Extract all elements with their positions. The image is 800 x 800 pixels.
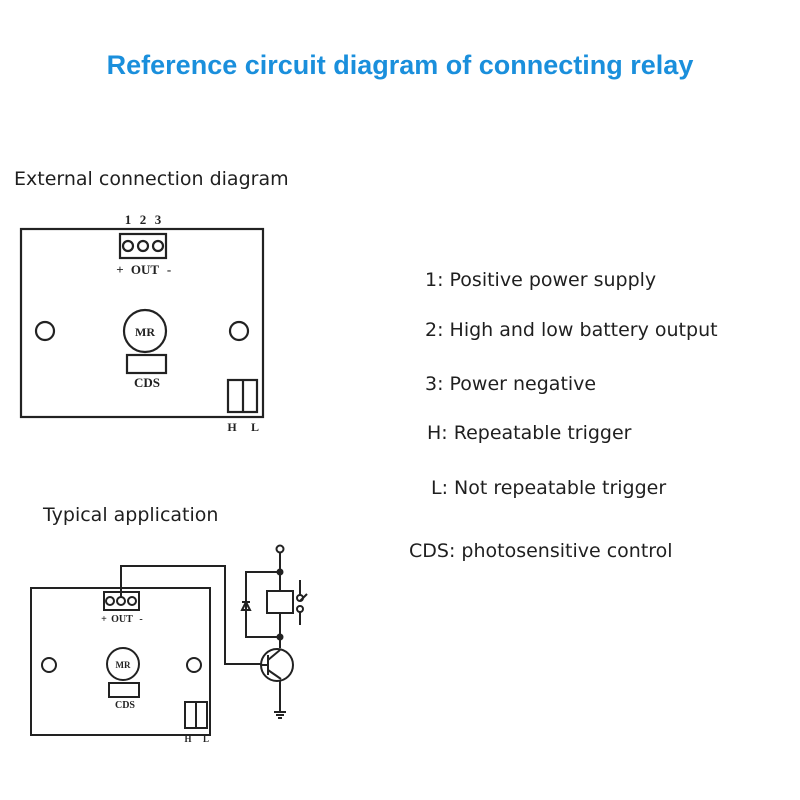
- external-out-label: OUT: [131, 262, 160, 277]
- external-cds-label: CDS: [134, 375, 160, 390]
- external-pin-number-2: 2: [140, 212, 147, 227]
- page-title: Reference circuit diagram of connecting …: [106, 50, 694, 80]
- external-mount-hole-right: [228, 320, 250, 342]
- typical-l-label: L: [203, 734, 209, 744]
- external-pin-number-3: 3: [155, 212, 162, 227]
- typical-mr-label: MR: [116, 660, 131, 670]
- typical-out-label: OUT: [111, 614, 133, 625]
- external-out-plus: +: [116, 262, 123, 277]
- typical-h-label: H: [184, 734, 191, 744]
- external-out-minus: -: [167, 262, 171, 277]
- external-l-label: L: [251, 420, 259, 434]
- typical-pin-3: [127, 596, 137, 606]
- external-board: [19, 227, 265, 419]
- typical-out-plus: +: [101, 614, 107, 625]
- junction-top: [276, 568, 284, 576]
- relay-switch: [296, 580, 308, 625]
- external-mount-hole-left: [34, 320, 56, 342]
- diode-branch-wire: [245, 571, 280, 638]
- legend-cds: CDS: photosensitive control: [409, 540, 673, 562]
- external-pin-number-1: 1: [125, 212, 132, 227]
- typical-pin-1: [105, 596, 115, 606]
- typical-pin-2: [116, 596, 126, 606]
- ground-icon: [274, 711, 286, 719]
- legend-l: L: Not repeatable trigger: [431, 477, 667, 499]
- external-pin-3: [151, 239, 165, 253]
- typical-mount-hole-right: [186, 657, 202, 673]
- typical-mr-sensor: [106, 647, 140, 681]
- external-pin-2: [136, 239, 150, 253]
- typical-mount-hole-left: [41, 657, 57, 673]
- external-pin-1: [121, 239, 135, 253]
- flyback-diode: [240, 599, 252, 611]
- external-h-label: H: [227, 420, 237, 434]
- relay-coil: [266, 590, 294, 614]
- npn-transistor: [260, 648, 294, 682]
- legend-pin-1: 1: Positive power supply: [425, 269, 657, 291]
- external-connection-heading: External connection diagram: [14, 168, 289, 190]
- typical-out-minus: -: [139, 614, 142, 625]
- external-mr-label: MR: [135, 325, 155, 339]
- legend-pin-2: 2: High and low battery output: [425, 319, 718, 341]
- signal-wire: [120, 565, 262, 665]
- supply-terminal: [275, 544, 285, 554]
- typical-cds-sensor: [108, 682, 140, 698]
- legend-h: H: Repeatable trigger: [427, 422, 632, 444]
- external-cds-sensor: [125, 353, 168, 375]
- external-connector: [118, 232, 168, 260]
- typical-cds-label: CDS: [115, 700, 135, 711]
- relay-driver-circuit: [120, 544, 308, 719]
- external-board-outline: [19, 227, 265, 419]
- external-mr-sensor: [122, 308, 168, 354]
- typical-application-heading: Typical application: [43, 504, 219, 526]
- legend-pin-3: 3: Power negative: [425, 373, 597, 395]
